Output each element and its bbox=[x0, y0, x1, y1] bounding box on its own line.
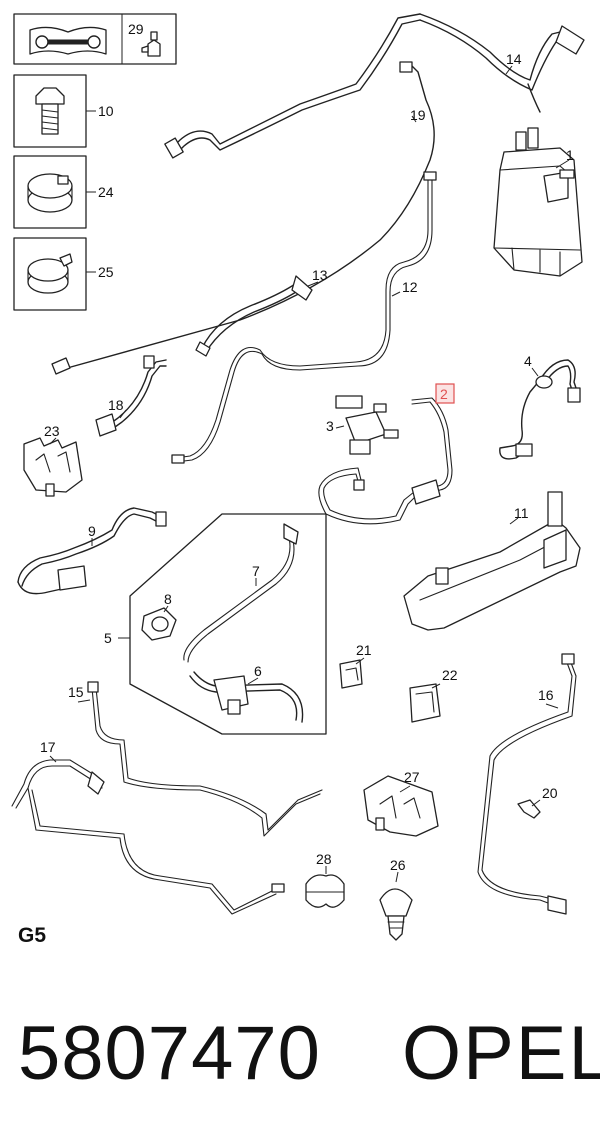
callout-labels: 1 2 3 4 5 6 7 8 9 10 11 12 13 14 15 16 1… bbox=[40, 21, 574, 873]
callout-23: 23 bbox=[44, 423, 60, 439]
callout-15: 15 bbox=[68, 684, 84, 700]
callout-16: 16 bbox=[538, 687, 554, 703]
manual-box bbox=[13, 13, 177, 65]
part-3-purge-valve bbox=[335, 395, 399, 455]
part-7-pipe bbox=[183, 523, 299, 663]
callout-13: 13 bbox=[312, 267, 328, 283]
part-26-push-clip bbox=[379, 888, 413, 941]
callout-22: 22 bbox=[442, 667, 458, 683]
part-18-hose bbox=[95, 355, 167, 437]
brand-name: OPEL bbox=[402, 1011, 600, 1096]
callout-29: 29 bbox=[128, 21, 144, 37]
callout-11: 11 bbox=[514, 505, 529, 521]
part-12-pipe bbox=[171, 171, 437, 464]
callout-6: 6 bbox=[254, 663, 262, 679]
part-14-vapor-hose bbox=[419, 13, 585, 113]
callout-1: 1 bbox=[566, 147, 574, 163]
part-13-hose bbox=[195, 275, 313, 357]
callout-9: 9 bbox=[88, 523, 96, 539]
callout-18: 18 bbox=[108, 397, 124, 413]
spring-clamp-icon bbox=[27, 253, 73, 294]
part-1-charcoal-canister bbox=[493, 127, 583, 277]
callout-19: 19 bbox=[410, 107, 426, 123]
part-16-pipe bbox=[477, 653, 577, 915]
callout-17: 17 bbox=[40, 739, 56, 755]
part-6-valve-hose bbox=[189, 671, 304, 723]
part-number: 5807470 bbox=[18, 1011, 321, 1096]
callout-14: 14 bbox=[506, 51, 522, 67]
callout-2: 2 bbox=[440, 386, 448, 402]
part-21-grommet bbox=[339, 659, 363, 689]
sealant-bottle-icon bbox=[141, 31, 161, 57]
section-code: G5 bbox=[18, 924, 47, 947]
callout-12: 12 bbox=[402, 279, 418, 295]
part-27-bracket bbox=[363, 775, 439, 837]
part-2-hose bbox=[318, 397, 453, 525]
part-15-pipe bbox=[87, 681, 323, 837]
highlight-box-2 bbox=[435, 383, 455, 404]
bolt-box bbox=[13, 74, 96, 148]
part-8-grommet bbox=[141, 607, 177, 641]
clamp-box-25 bbox=[13, 237, 96, 311]
callout-20: 20 bbox=[542, 785, 558, 801]
callout-28: 28 bbox=[316, 851, 332, 867]
hose-clamp-icon bbox=[27, 173, 73, 213]
part-22-grommet bbox=[409, 683, 441, 723]
part-4-hose bbox=[499, 359, 581, 460]
callout-26: 26 bbox=[390, 857, 406, 873]
bolt-icon bbox=[35, 87, 65, 135]
callout-24: 24 bbox=[98, 184, 114, 200]
callout-27: 27 bbox=[404, 769, 420, 785]
part-23-bracket bbox=[23, 437, 83, 497]
part-20-clip bbox=[517, 799, 541, 819]
callout-3: 3 bbox=[326, 418, 334, 434]
callout-5: 5 bbox=[104, 630, 112, 646]
callout-25: 25 bbox=[98, 264, 114, 280]
callout-10: 10 bbox=[98, 103, 114, 119]
callout-21: 21 bbox=[356, 642, 372, 658]
part-9-hose bbox=[17, 507, 167, 595]
callout-7: 7 bbox=[252, 563, 260, 579]
part-17-pipe bbox=[11, 759, 285, 915]
part-19-vapor-line bbox=[51, 13, 435, 375]
callout-8: 8 bbox=[164, 591, 172, 607]
part-11-bracket bbox=[403, 491, 581, 631]
part-28-clip bbox=[305, 874, 345, 908]
leader-lines bbox=[49, 65, 570, 883]
callout-4: 4 bbox=[524, 353, 532, 369]
manual-wrench-icon bbox=[29, 26, 107, 55]
inset-box-5 bbox=[118, 513, 327, 735]
clamp-box-24 bbox=[13, 155, 96, 229]
